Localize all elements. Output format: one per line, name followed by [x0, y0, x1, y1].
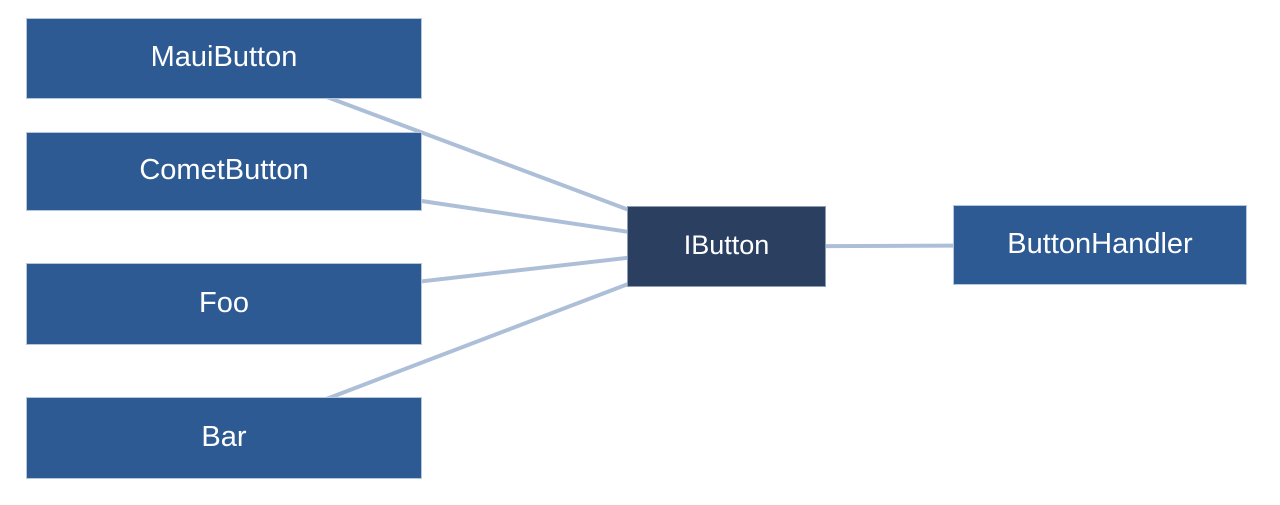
node-label: MauiButton [150, 41, 298, 73]
node-bar: Bar [26, 397, 422, 479]
node-ibutton: IButton [627, 206, 826, 287]
node-label: ButtonHandler [1007, 227, 1193, 260]
node-label: Foo [199, 286, 249, 319]
node-cometbutton: CometButton [26, 132, 422, 211]
node-mauibutton: MauiButton [26, 18, 422, 99]
node-label: CometButton [139, 154, 309, 186]
node-label: IButton [683, 230, 770, 260]
node-buttonhandler: ButtonHandler [953, 205, 1247, 285]
node-label: Bar [201, 420, 247, 453]
node-foo: Foo [26, 263, 422, 345]
